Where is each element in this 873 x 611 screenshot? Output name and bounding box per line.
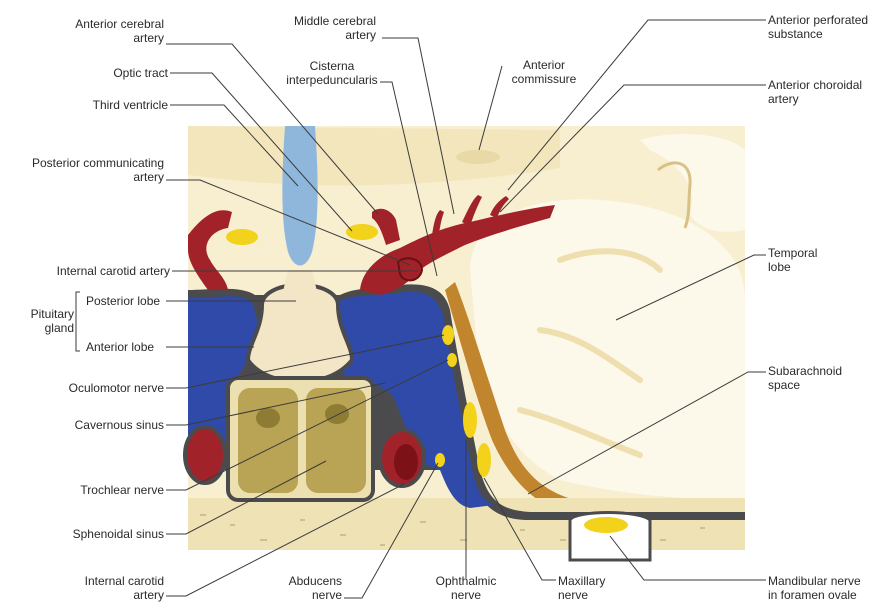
label-anterior-perforated-substance: Anterior perforated substance bbox=[768, 13, 872, 41]
ophthalmic-nerve bbox=[463, 402, 477, 438]
label-maxillary-line1: Maxillary bbox=[558, 574, 638, 588]
label-anterior-lobe-line1: Anterior lobe bbox=[86, 340, 186, 354]
pituitary-bracket bbox=[76, 292, 80, 351]
label-anterior-cerebral-artery: Anterior cerebral artery bbox=[42, 17, 164, 45]
label-anterior-choroidal-artery: Anterior choroidal artery bbox=[768, 78, 872, 106]
label-sphenoidal-sinus: Sphenoidal sinus bbox=[30, 527, 164, 541]
label-internal-carotid-upper-line1: Internal carotid artery bbox=[10, 264, 170, 278]
label-oculomotor-line1: Oculomotor nerve bbox=[30, 381, 164, 395]
label-optic-tract-line1: Optic tract bbox=[60, 66, 168, 80]
carotid-lumen-right bbox=[394, 444, 418, 480]
label-middle-cerebral-artery: Middle cerebral artery bbox=[270, 14, 376, 42]
label-anterior-choroidal-line1: Anterior choroidal bbox=[768, 78, 872, 92]
label-internal-carotid-artery-upper: Internal carotid artery bbox=[10, 264, 170, 278]
label-cisterna-line1: Cisterna bbox=[282, 59, 382, 73]
label-anterior-commissure-line2: commissure bbox=[504, 72, 584, 86]
label-posterior-communicating-line2: artery bbox=[4, 170, 164, 184]
label-pituitary-gland: Pituitary gland bbox=[8, 307, 74, 335]
label-subarachnoid-line1: Subarachnoid bbox=[768, 364, 868, 378]
sinus-shade-right bbox=[325, 404, 349, 424]
label-cisterna-line2: interpeduncularis bbox=[282, 73, 382, 87]
label-anterior-lobe: Anterior lobe bbox=[86, 340, 186, 354]
label-middle-cerebral-line2: artery bbox=[270, 28, 376, 42]
label-pituitary-line1: Pituitary bbox=[8, 307, 74, 321]
label-temporal-lobe-line1: Temporal bbox=[768, 246, 868, 260]
label-posterior-communicating-artery: Posterior communicating artery bbox=[4, 156, 164, 184]
internal-carotid-left-cross-section bbox=[185, 427, 225, 483]
label-cavernous-line1: Cavernous sinus bbox=[30, 418, 164, 432]
label-sphenoidal-line1: Sphenoidal sinus bbox=[30, 527, 164, 541]
label-ophthalmic-line1: Ophthalmic bbox=[426, 574, 506, 588]
optic-tract-right bbox=[346, 224, 378, 240]
label-maxillary-line2: nerve bbox=[558, 588, 638, 602]
label-posterior-communicating-line1: Posterior communicating bbox=[4, 156, 164, 170]
label-anterior-perforated-line1: Anterior perforated bbox=[768, 13, 872, 27]
label-third-ventricle: Third ventricle bbox=[50, 98, 168, 112]
pituitary-stalk bbox=[282, 270, 318, 296]
label-trochlear-line1: Trochlear nerve bbox=[30, 483, 164, 497]
anterior-commissure bbox=[456, 150, 500, 164]
label-anterior-cerebral-artery-line2: artery bbox=[42, 31, 164, 45]
label-ophthalmic-nerve: Ophthalmic nerve bbox=[426, 574, 506, 602]
label-cavernous-sinus: Cavernous sinus bbox=[30, 418, 164, 432]
third-ventricle bbox=[282, 126, 317, 266]
label-optic-tract: Optic tract bbox=[60, 66, 168, 80]
label-internal-carotid-lower-line2: artery bbox=[30, 588, 164, 602]
label-trochlear-nerve: Trochlear nerve bbox=[30, 483, 164, 497]
label-subarachnoid-line2: space bbox=[768, 378, 868, 392]
label-mandibular-line2: in foramen ovale bbox=[768, 588, 872, 602]
label-subarachnoid-space: Subarachnoid space bbox=[768, 364, 868, 392]
label-anterior-cerebral-artery-line1: Anterior cerebral bbox=[42, 17, 164, 31]
label-maxillary-nerve: Maxillary nerve bbox=[558, 574, 638, 602]
label-oculomotor-nerve: Oculomotor nerve bbox=[30, 381, 164, 395]
sinus-shade-left bbox=[256, 408, 280, 428]
label-anterior-commissure-line1: Anterior bbox=[504, 58, 584, 72]
label-posterior-lobe: Posterior lobe bbox=[86, 294, 186, 308]
label-ophthalmic-line2: nerve bbox=[426, 588, 506, 602]
label-anterior-perforated-line2: substance bbox=[768, 27, 872, 41]
label-temporal-lobe: Temporal lobe bbox=[768, 246, 868, 274]
label-internal-carotid-lower-line1: Internal carotid bbox=[30, 574, 164, 588]
label-abducens-line1: Abducens bbox=[260, 574, 342, 588]
maxillary-nerve bbox=[477, 443, 491, 477]
label-mandibular-nerve: Mandibular nerve in foramen ovale bbox=[768, 574, 872, 602]
mandibular-nerve bbox=[584, 517, 628, 533]
label-mandibular-line1: Mandibular nerve bbox=[768, 574, 872, 588]
sphenoidal-sinus-right bbox=[306, 388, 366, 493]
label-cisterna-interpeduncularis: Cisterna interpeduncularis bbox=[282, 59, 382, 87]
label-temporal-lobe-line2: lobe bbox=[768, 260, 868, 274]
label-posterior-lobe-line1: Posterior lobe bbox=[86, 294, 186, 308]
label-pituitary-line2: gland bbox=[8, 321, 74, 335]
label-third-ventricle-line1: Third ventricle bbox=[50, 98, 168, 112]
label-abducens-nerve: Abducens nerve bbox=[260, 574, 342, 602]
optic-tract-left bbox=[226, 229, 258, 245]
label-internal-carotid-artery-lower: Internal carotid artery bbox=[30, 574, 164, 602]
label-anterior-choroidal-line2: artery bbox=[768, 92, 872, 106]
trochlear-nerve bbox=[447, 353, 457, 367]
pituitary-gland bbox=[248, 285, 352, 382]
label-abducens-line2: nerve bbox=[260, 588, 342, 602]
label-middle-cerebral-line1: Middle cerebral bbox=[270, 14, 376, 28]
label-anterior-commissure: Anterior commissure bbox=[504, 58, 584, 86]
